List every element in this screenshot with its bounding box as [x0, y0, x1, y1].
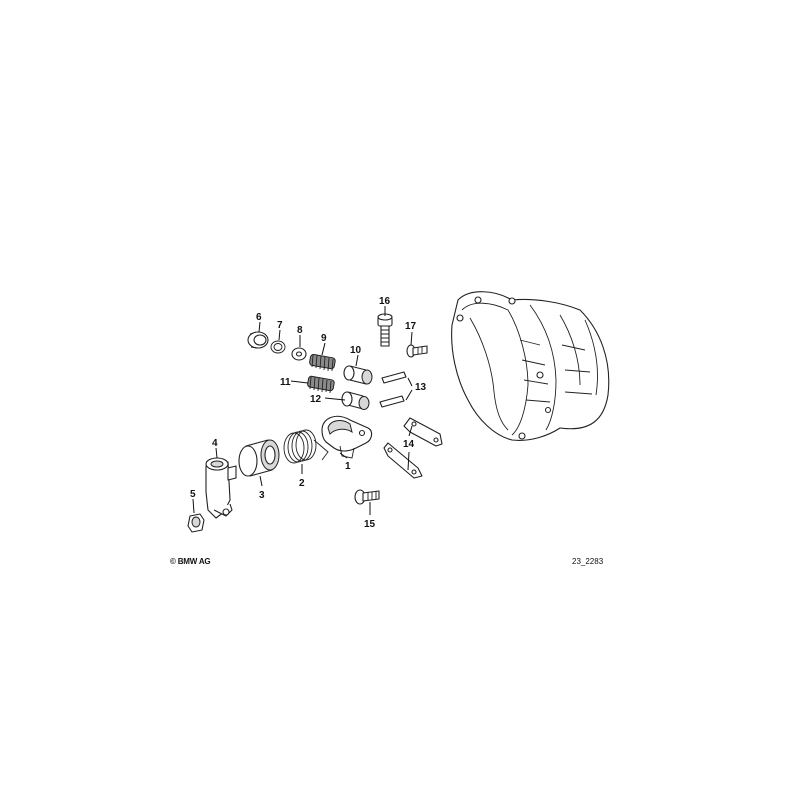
part-14-brackets: [383, 417, 443, 479]
callout-1: 1: [345, 461, 351, 472]
callout-5: 5: [190, 489, 196, 500]
part-3-sleeve: [238, 439, 280, 477]
callout-labels: 1 2 3 4 5 6 7 8 9 10 11 12 13 14 15 16 1…: [190, 296, 427, 530]
callout-17: 17: [405, 321, 417, 332]
callout-2: 2: [299, 478, 305, 489]
part-8-washer: [291, 347, 307, 361]
callout-9: 9: [321, 333, 327, 344]
callout-15: 15: [364, 519, 376, 530]
part-5-nut: [187, 513, 205, 533]
copyright-label: © BMW AG: [170, 557, 211, 566]
callout-16: 16: [379, 296, 391, 307]
part-9-spring: [309, 353, 336, 372]
diagram-code-label: 23_2283: [572, 557, 604, 566]
part-17-screw: [406, 344, 428, 358]
callout-6: 6: [256, 312, 262, 323]
callout-8: 8: [297, 325, 303, 336]
part-16-bolt: [377, 313, 393, 347]
part-4-lever: [205, 457, 237, 519]
part-15-bolt: [354, 489, 380, 505]
callout-3: 3: [259, 490, 265, 501]
callout-12: 12: [310, 394, 322, 405]
part-1-selector: [321, 415, 373, 459]
part-12-plunger: [341, 391, 370, 410]
part-11-spring: [307, 375, 335, 394]
transmission-housing: [451, 291, 610, 441]
part-2-spring: [283, 429, 329, 464]
callout-10: 10: [350, 345, 362, 356]
part-10-plunger: [343, 365, 373, 385]
callout-13: 13: [415, 382, 427, 393]
part-13-pins: [379, 371, 407, 408]
callout-11: 11: [280, 377, 291, 388]
part-7-circlip: [270, 340, 286, 354]
leader-lines: [192, 306, 413, 515]
callout-14: 14: [403, 439, 415, 450]
callout-7: 7: [277, 320, 283, 331]
callout-4: 4: [212, 438, 218, 449]
part-6-ring: [247, 331, 269, 349]
